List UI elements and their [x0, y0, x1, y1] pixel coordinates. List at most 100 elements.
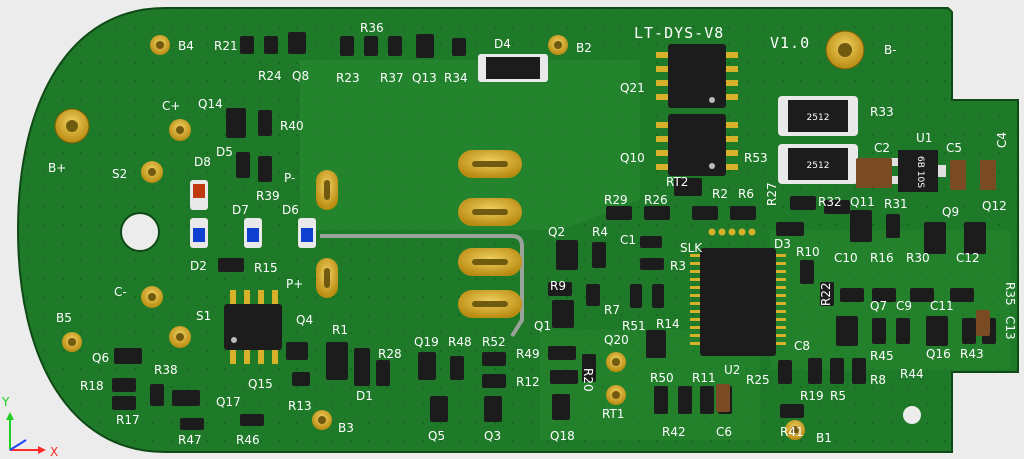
smd-components: [112, 32, 996, 430]
silk-label-r16: R16: [870, 251, 894, 265]
silk-label-r11: R11: [692, 371, 716, 385]
x-axis-label: X: [50, 445, 58, 459]
silk-label-q6: Q6: [92, 351, 109, 365]
silk-label-d8: D8: [194, 155, 211, 169]
silk-label-r17: R17: [116, 413, 140, 427]
silk-label-r50: R50: [650, 371, 674, 385]
silk-label-d4: D4: [494, 37, 511, 51]
silk-label-d7: D7: [232, 203, 249, 217]
q15-ic: [224, 290, 282, 364]
mounting-holes: [54, 30, 921, 440]
silk-label-r29: R29: [604, 193, 628, 207]
silk-label-r5: R5: [830, 389, 846, 403]
silk-label-r18: R18: [80, 379, 104, 393]
silk-label-c8: C8: [794, 339, 810, 353]
d4-diode: [478, 54, 548, 82]
silk-label-s1: S1: [196, 309, 211, 323]
silk-label-r33: R33: [870, 105, 894, 119]
silk-label-r53: R53: [744, 151, 768, 165]
silk-label-c4: C4: [995, 132, 1009, 148]
svg-text:2512: 2512: [807, 113, 830, 123]
silk-label-pminus: P-: [284, 171, 295, 185]
r53-shunt: 2512: [778, 144, 858, 184]
silk-label-c1: C1: [620, 233, 636, 247]
silk-label-c5: C5: [946, 141, 962, 155]
led-indicators: [190, 180, 316, 248]
silk-label-r27: R27: [765, 182, 779, 206]
silk-label-u1: U1: [916, 131, 932, 145]
silk-label-r9: R9: [550, 279, 566, 293]
silk-label-d5: D5: [216, 145, 233, 159]
silk-label-r28: R28: [378, 347, 402, 361]
silk-label-r40: R40: [280, 119, 304, 133]
x-axis-arrow: [38, 446, 46, 454]
silk-label-r35: R35: [1003, 282, 1017, 306]
silk-label-r20: R20: [581, 368, 595, 392]
svg-text:6B 10S: 6B 10S: [915, 156, 925, 188]
silk-label-r10: R10: [796, 245, 820, 259]
q10-mosfet: [656, 114, 738, 176]
silk-label-r36: R36: [360, 21, 384, 35]
q21-mosfet: [656, 44, 738, 108]
silk-label-r14: R14: [656, 317, 680, 331]
silk-label-s2: S2: [112, 167, 127, 181]
silk-label-r3: R3: [670, 259, 686, 273]
silk-label-b5: B5: [56, 311, 72, 325]
integrated-circuits: 2512 2512 6B 10S: [224, 44, 946, 364]
silk-label-r22: R22: [819, 282, 833, 306]
silk-label-q11: Q11: [850, 195, 875, 209]
silk-label-r44: R44: [900, 367, 924, 381]
y-axis-arrow: [6, 412, 14, 420]
silk-label-d1: D1: [356, 389, 373, 403]
silk-label-r24: R24: [258, 69, 282, 83]
silk-label-d2: D2: [190, 259, 207, 273]
silk-label-r30: R30: [906, 251, 930, 265]
silk-label-c2: C2: [874, 141, 890, 155]
silk-label-q17: Q17: [216, 395, 241, 409]
silk-label-q13: Q13: [412, 71, 437, 85]
silk-label-q16: Q16: [926, 347, 951, 361]
silk-label-r39: R39: [256, 189, 280, 203]
silk-label-r52: R52: [482, 335, 506, 349]
silk-label-q9: Q9: [942, 205, 959, 219]
u1-regulator: 6B 10S: [888, 150, 946, 192]
silk-label-r25: R25: [746, 373, 770, 387]
silk-label-q12: Q12: [982, 199, 1007, 213]
silk-label-q14: Q14: [198, 97, 223, 111]
silk-label-r38: R38: [154, 363, 178, 377]
silk-label-r19: R19: [800, 389, 824, 403]
silk-label-r43: R43: [960, 347, 984, 361]
silk-label-r12: R12: [516, 375, 540, 389]
silk-label-q15: Q15: [248, 377, 273, 391]
silk-label-r1: R1: [332, 323, 348, 337]
r33-shunt: 2512: [778, 96, 858, 136]
silk-label-r32: R32: [818, 195, 842, 209]
silk-label-r48: R48: [448, 335, 472, 349]
silk-label-c9: C9: [896, 299, 912, 313]
silk-label-r13: R13: [288, 399, 312, 413]
silk-label-q20: Q20: [604, 333, 629, 347]
silk-label-rt1: RT1: [602, 407, 624, 421]
silk-label-r26: R26: [644, 193, 668, 207]
silk-label-b2: B2: [576, 41, 592, 55]
silk-label-r23: R23: [336, 71, 360, 85]
silk-label-rt2: RT2: [666, 175, 688, 189]
silk-label-r21: R21: [214, 39, 238, 53]
silk-label-q8: Q8: [292, 69, 309, 83]
silk-label-q3: Q3: [484, 429, 501, 443]
silk-label-q18: Q18: [550, 429, 575, 443]
silk-label-q1: Q1: [534, 319, 551, 333]
silk-label-bminus: B-: [884, 43, 897, 57]
silk-label-r46: R46: [236, 433, 260, 447]
silk-label-u2: U2: [724, 363, 740, 377]
silk-label-r47: R47: [178, 433, 202, 447]
silk-label-r4: R4: [592, 225, 608, 239]
silk-label-q21: Q21: [620, 81, 645, 95]
silk-label-q2: Q2: [548, 225, 565, 239]
silk-label-d6: D6: [282, 203, 299, 217]
silk-label-bplus: B+: [48, 161, 66, 175]
silk-label-r8: R8: [870, 373, 886, 387]
silk-label-r37: R37: [380, 71, 404, 85]
axis-gizmo: Y X: [1, 395, 58, 459]
silk-label-c12: C12: [956, 251, 980, 265]
